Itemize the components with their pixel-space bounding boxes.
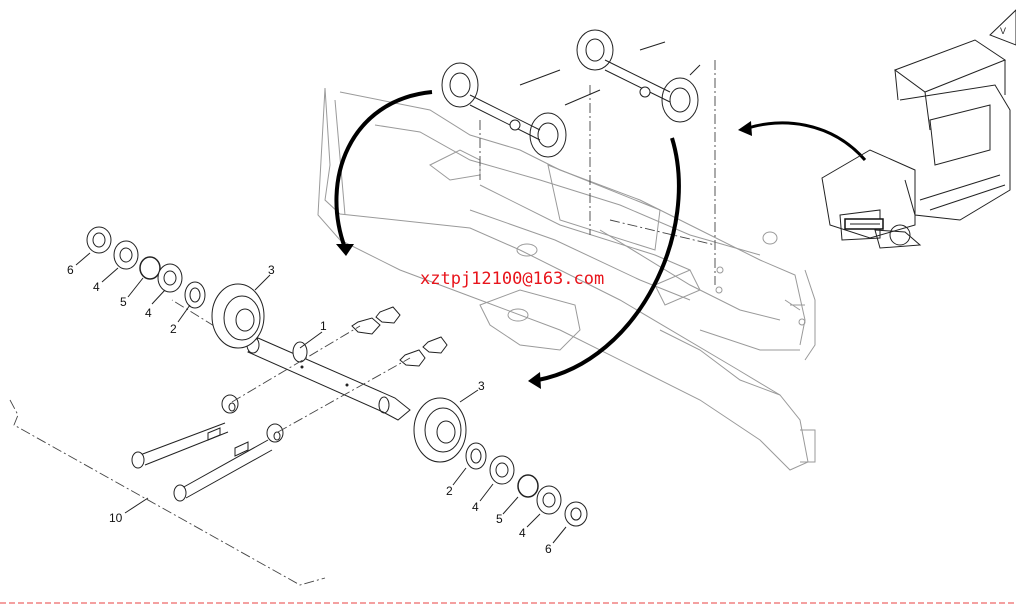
label-bearing-left-a: 4 [93,280,100,294]
frame-reference-lines [479,60,716,285]
watermark-text: xztpj12100@163.com [420,269,604,289]
label-cap-right: 6 [545,542,552,556]
top-wheel-assembly-left [441,62,601,158]
paver-machine-illustration [821,39,1011,249]
right-wheel-stack [413,397,588,527]
label-circlip-left: 5 [120,295,127,309]
label-assembly: 10 [109,511,123,525]
leader-lines [75,252,567,544]
left-wheel-stack [86,226,265,349]
label-washer-left: 2 [170,322,177,336]
warning-sign-icon: V [989,9,1016,46]
label-shaft: 1 [320,319,327,333]
label-wheel-left: 3 [268,263,275,277]
top-wheel-assembly-right [576,29,701,123]
label-circlip-right: 5 [496,512,503,526]
bolts-and-nuts [131,306,448,502]
label-bearing-left-b: 4 [145,306,152,320]
curved-arrows [334,90,867,389]
svg-text:V: V [1000,26,1006,36]
assembly-boundary [9,399,326,586]
frame-structure [317,87,816,471]
label-washer-right: 2 [446,484,453,498]
label-bearing-right-a: 4 [472,500,479,514]
label-wheel-right: 3 [478,379,485,393]
label-bearing-right-b: 4 [519,526,526,540]
label-cap-left: 6 [67,263,74,277]
